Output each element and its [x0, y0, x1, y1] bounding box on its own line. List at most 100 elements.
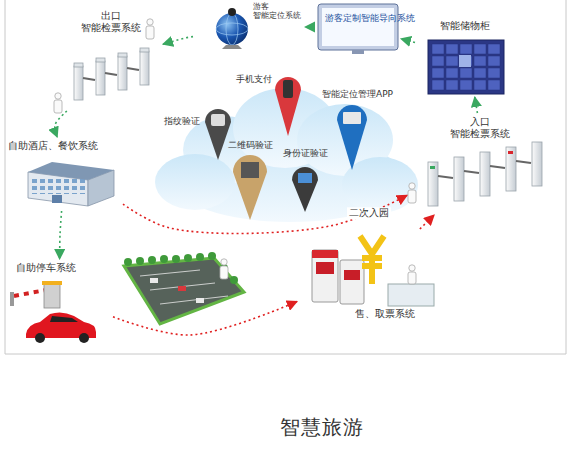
person-figure [55, 93, 61, 99]
ticket-machine [312, 250, 338, 258]
map-pin [241, 162, 259, 178]
exit-gate [83, 78, 95, 80]
guide-monitor [318, 4, 398, 50]
exit-gate [74, 66, 83, 100]
map-pin [211, 114, 225, 126]
locker [459, 55, 471, 67]
entrance-gate [430, 166, 435, 169]
exit-gate [118, 53, 127, 57]
exit-gate [140, 51, 149, 85]
parking-system: 自助停车系统 [8, 262, 110, 346]
flow-arrow [163, 37, 193, 45]
parking-lot [124, 258, 244, 324]
person-figure [146, 26, 154, 39]
flow-arrow [305, 26, 315, 28]
ticket-machine [316, 262, 334, 274]
payment-label: 手机支付 [236, 74, 272, 85]
parking-lot [172, 255, 180, 263]
node-label: 出口 智能检票系统 [76, 10, 146, 34]
hotel-building [52, 195, 62, 203]
parking-lot [208, 252, 216, 260]
parking-lot [178, 286, 186, 291]
parking-lot [136, 257, 144, 265]
exit-gate [96, 61, 105, 95]
flow-arrow [60, 211, 62, 259]
entrance-gate [428, 162, 438, 206]
flow-arrow [113, 302, 297, 336]
ticket-machine [388, 284, 434, 306]
ticket-machine [344, 270, 360, 280]
hotel-building [31, 178, 85, 194]
node-label: 智能储物柜 [440, 20, 512, 32]
parking-lot [148, 256, 156, 264]
parking-lot [140, 270, 200, 276]
frame-line [5, 0, 566, 354]
parking-lot [140, 270, 228, 304]
entrance-gate [480, 152, 490, 196]
globe [226, 13, 238, 45]
ticket-machine [360, 236, 384, 284]
flow-arrow [55, 111, 67, 137]
entrance-gate [506, 147, 516, 191]
guide-monitor: 游客定制智能导向系统 [318, 4, 398, 50]
frame-line [5, 354, 566, 355]
ticketing-system: 售、取票系统 [300, 232, 438, 326]
parking-barrier [14, 290, 46, 296]
exit-gate [105, 73, 117, 75]
person-figure [408, 190, 416, 203]
node-label: 自助停车系统 [16, 262, 96, 273]
cloud [342, 157, 418, 213]
entrance-gate [454, 157, 464, 201]
smart-locker: 智能储物柜 [418, 20, 518, 94]
person-figure [409, 183, 415, 189]
flow-arrow [123, 195, 407, 233]
entrance-gate [532, 142, 542, 186]
globe [222, 45, 242, 49]
flow-arrow [420, 215, 434, 229]
parking-lot [124, 252, 244, 324]
parking-barrier [10, 281, 96, 343]
parking-barrier [35, 333, 45, 343]
parking-lot [230, 276, 238, 284]
guide-monitor [318, 4, 398, 54]
exit-gate [140, 48, 149, 52]
guide-monitor [352, 50, 364, 54]
parking-lot [184, 254, 192, 262]
parking-barrier [50, 316, 78, 322]
map-pin [233, 155, 267, 220]
qrcode-label: 二维码验证 [228, 140, 273, 151]
person-figure [221, 259, 227, 265]
map-pin [337, 105, 367, 170]
entrance-gate [428, 142, 542, 206]
locker [428, 40, 504, 94]
locker [428, 40, 504, 94]
parking-lot [160, 255, 168, 263]
map-pin [283, 80, 293, 98]
globe [216, 13, 248, 45]
entrance-gate-system: 入口 智能检票系统 [410, 116, 562, 212]
globe [216, 8, 248, 49]
node-label: 游客定制智能导向系统 [325, 13, 391, 23]
id-card-label: 身份证验证 [283, 148, 328, 159]
parking-lot [196, 298, 204, 303]
hotel-building [28, 162, 114, 206]
map-pin [275, 77, 301, 136]
person-figure [220, 266, 228, 279]
ticket-machine [312, 236, 434, 306]
parking-lot [124, 252, 238, 284]
hotel-building [28, 162, 114, 180]
parking-barrier [14, 290, 46, 296]
person-figure [409, 265, 415, 271]
edge-label: 二次入园 [347, 208, 391, 219]
parking-barrier [44, 284, 60, 308]
node-label: 入口 智能检票系统 [444, 116, 516, 140]
fingerprint-label: 指纹验证 [164, 116, 200, 127]
exit-gate [96, 58, 105, 62]
parking-lot [124, 258, 132, 266]
entrance-gate [508, 151, 513, 154]
person-figure [54, 19, 416, 284]
flow-arrow [475, 97, 478, 113]
